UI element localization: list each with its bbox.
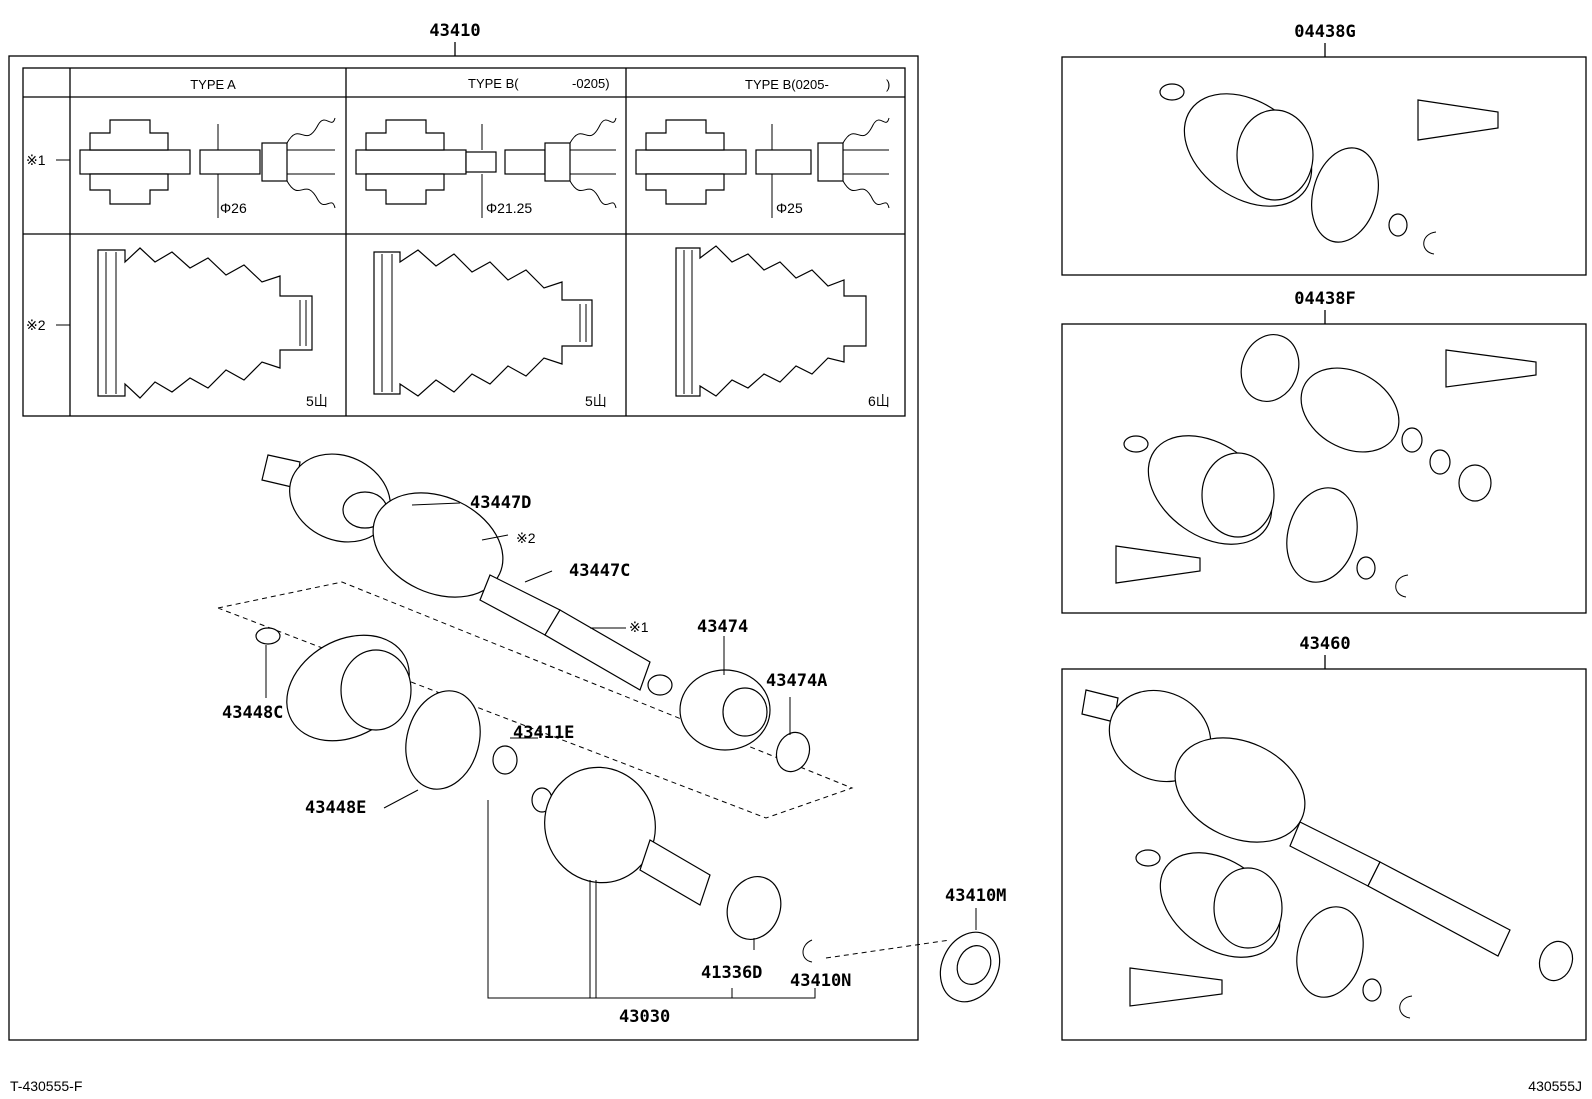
diameter-type-b1: Φ21.25 [486, 200, 532, 216]
boot-sketch-type-a: 5山 [97, 247, 328, 409]
row-mark-2: ※2 [26, 317, 46, 333]
count-type-b1: 5山 [585, 393, 607, 409]
kit-43460-frame [1061, 668, 1587, 1041]
shaft-sketch-type-b1: Φ21.25 [355, 117, 617, 218]
header-type-a: TYPE A [190, 77, 236, 92]
label-43448c: 43448C [222, 703, 283, 723]
label-43410m: 43410M [945, 886, 1006, 906]
label-43447d: 43447D [470, 493, 531, 513]
diameter-type-b2: Φ25 [776, 200, 803, 216]
count-type-b2: 6山 [868, 393, 890, 409]
dust-cover-43474 [679, 669, 811, 773]
kit-43460-parts [1081, 689, 1574, 1019]
band-43448e [405, 690, 481, 790]
label-43411e: 43411E [513, 723, 574, 743]
footer-right-code: 430555J [1528, 1078, 1582, 1094]
label-43474a: 43474A [766, 671, 827, 691]
shaft-sketch-type-a: Φ26 [79, 117, 336, 218]
kit-04438g-frame [1061, 56, 1587, 276]
row-mark-1: ※1 [26, 152, 46, 168]
label-41336d: 41336D [701, 963, 762, 983]
label-mark-2: ※2 [516, 530, 536, 546]
kit-04438g-parts [1159, 83, 1499, 255]
type-table: TYPE A TYPE B( -0205) TYPE B(0205- ) ※1 … [22, 67, 906, 417]
label-43448e: 43448E [305, 798, 366, 818]
label-43030: 43030 [619, 1007, 670, 1027]
label-43474: 43474 [697, 617, 748, 637]
boot-43448c [255, 627, 412, 742]
kit-43460-number: 43460 [1299, 634, 1350, 654]
header-type-b1: TYPE B( [468, 76, 519, 91]
kit-04438g-number: 04438G [1294, 22, 1355, 42]
diameter-type-a: Φ26 [220, 200, 247, 216]
footer-left-code: T-430555-F [10, 1078, 82, 1094]
boot-sketch-type-b2: 6山 [675, 245, 890, 409]
kit-04438f-number: 04438F [1294, 289, 1355, 309]
label-mark-1: ※1 [629, 619, 649, 635]
seal-41336d [726, 876, 813, 963]
kit-04438f-parts [1115, 334, 1537, 598]
label-43410n: 43410N [790, 971, 851, 991]
seal-43410m [939, 931, 1001, 1003]
main-group-frame [8, 55, 919, 1041]
main-group-number: 43410 [429, 21, 480, 41]
count-type-a: 5山 [306, 393, 328, 409]
header-type-b1-range: -0205) [572, 76, 610, 91]
outboard-joint-43030 [492, 745, 711, 906]
header-type-b2: TYPE B(0205- [745, 77, 829, 92]
kit-04438f-frame [1061, 323, 1587, 614]
drive-shaft-assembly [261, 453, 673, 696]
shaft-sketch-type-b2: Φ25 [635, 117, 890, 218]
label-43447c: 43447C [569, 561, 630, 581]
boot-sketch-type-b1: 5山 [373, 249, 607, 409]
header-type-b2-close: ) [886, 77, 890, 92]
